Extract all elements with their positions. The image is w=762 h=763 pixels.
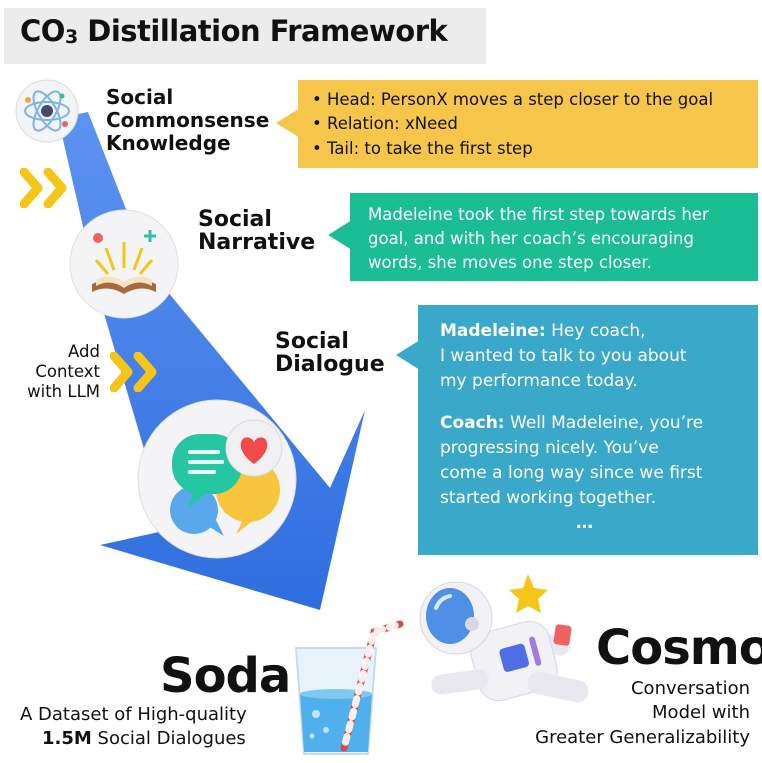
- dialogue-box: Madeleine: Hey coach, I wanted to talk t…: [418, 305, 758, 555]
- knowledge-triple-box: • Head: PersonX moves a step closer to t…: [298, 80, 758, 168]
- narrative-line: words, she moves one step closer.: [368, 253, 652, 272]
- knowledge-callout-pointer: [276, 108, 300, 138]
- cosmo-description: Greater Generalizability: [535, 727, 750, 748]
- astronaut-icon: [419, 574, 589, 703]
- chevron-right-icon: [110, 352, 157, 392]
- chat-bubbles-icon: [137, 399, 297, 559]
- soda-description: A Dataset of High-quality: [20, 704, 247, 725]
- triple-head: • Head: PersonX moves a step closer to t…: [312, 90, 714, 109]
- label-social-dialogue: Social Dialogue: [275, 329, 385, 377]
- dialogue-callout-pointer: [396, 340, 420, 370]
- cosmo-title: Cosmo: [596, 620, 762, 676]
- dialogue-line: my performance today.: [440, 371, 638, 391]
- dialogue-line: progressing nicely. You’ve: [440, 438, 659, 458]
- soda-description: 1.5M Social Dialogues: [42, 728, 246, 749]
- label-social-narrative: Social Narrative: [198, 207, 316, 255]
- dialogue-line: I wanted to talk to you about: [440, 346, 687, 366]
- dialogue-line: started working together.: [440, 488, 657, 508]
- title-background: [4, 8, 486, 64]
- dialogue-line: Madeleine: Hey coach,: [440, 321, 646, 341]
- chevron-right-icon: [20, 168, 67, 208]
- open-book-icon: [69, 209, 179, 319]
- narrative-callout-pointer: [328, 220, 352, 250]
- add-context-label: Add Context with LLM: [27, 342, 100, 401]
- soda-title: Soda: [160, 648, 291, 704]
- triple-relation: • Relation: xNeed: [312, 114, 458, 133]
- label-social-commonsense-knowledge: Social Commonsense Knowledge: [106, 85, 270, 155]
- page-title: CO3 Distillation Framework: [20, 14, 448, 48]
- narrative-line: goal, and with her coach’s encouraging: [368, 229, 694, 248]
- dialogue-ellipsis: …: [576, 513, 593, 533]
- narrative-box: Madeleine took the first step towards he…: [350, 193, 758, 281]
- cosmo-description: Model with: [652, 702, 750, 723]
- dialogue-line: come a long way since we first: [440, 463, 703, 483]
- soda-glass-icon: [294, 620, 404, 755]
- atom-icon: [15, 79, 79, 143]
- cosmo-description: Conversation: [630, 678, 750, 699]
- triple-tail: • Tail: to take the first step: [312, 139, 533, 158]
- narrative-line: Madeleine took the first step towards he…: [368, 205, 709, 224]
- dialogue-line: Coach: Well Madeleine, you’re: [440, 413, 704, 433]
